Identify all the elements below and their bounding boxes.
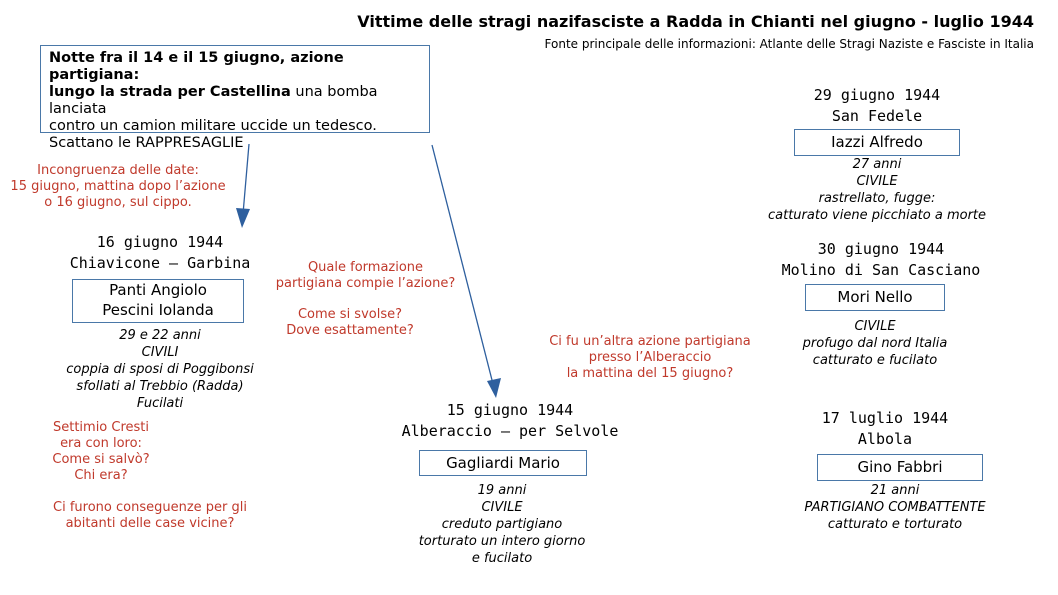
victim-name: Panti Angiolo [109,281,207,299]
victim-box-san-fedele: Iazzi Alfredo [794,129,960,156]
victim-name: Mori Nello [837,288,913,306]
intro-bold-1: Notte fra il 14 e il 15 giugno, azione p… [49,50,344,83]
event-albola-header: 17 luglio 1944 Albola [775,408,995,450]
event-alberaccio-header: 15 giugno 1944 Alberaccio – per Selvole [380,400,640,442]
intro-text-1: una bomba lanciata [49,84,378,117]
question-formation: Quale formazione partigiana compie l’azi… [275,260,456,291]
victim-box-molino: Mori Nello [805,284,945,311]
page-title: Vittime delle stragi nazifasciste a Radd… [357,12,1034,31]
event-place: Alberaccio – per Selvole [401,422,619,440]
question-settimio: Settimio Cresti era con loro: Come si sa… [52,420,150,483]
event-chiavicone-header: 16 giugno 1944 Chiavicone – Garbina [40,232,280,274]
event-date: 16 giugno 1944 [96,233,224,251]
intro-box: Notte fra il 14 e il 15 giugno, azione p… [40,45,430,151]
event-place: Molino di San Casciano [781,261,981,279]
question-how: Come si svolse? Dove esattamente? [286,307,414,338]
event-place: Albola [857,430,913,448]
victim-box-albola: Gino Fabbri [817,454,983,481]
intro-text-3: Scattano le RAPPRESAGLIE [49,135,244,151]
question-other-action: Ci fu un’altra azione partigiana presso … [549,334,751,381]
source-note: Fonte principale delle informazioni: Atl… [544,37,1034,51]
event-alberaccio-notes: 19 anni CIVILE creduto partigiano tortur… [418,483,586,566]
victim-box-chiavicone: Panti Angiolo Pescini Iolanda [72,279,244,323]
arrow-to-chiavicone [242,143,250,215]
question-date-incongruence: Incongruenza delle date: 15 giugno, matt… [10,163,226,210]
victim-name: Gino Fabbri [857,458,943,476]
event-date: 30 giugno 1944 [817,240,945,258]
arrow-to-alberaccio [431,144,494,385]
intro-bold-2: lungo la strada per Castellina [49,84,291,100]
event-albola-notes: 21 anni PARTIGIANO COMBATTENTE catturato… [804,483,986,532]
victim-name: Gagliardi Mario [446,454,560,472]
event-molino-header: 30 giugno 1944 Molino di San Casciano [740,239,1022,281]
event-place: San Fedele [831,107,923,125]
event-date: 15 giugno 1944 [446,401,574,419]
event-date: 17 luglio 1944 [821,409,949,427]
arrowhead-alberaccio [487,378,501,398]
question-consequences: Ci furono conseguenze per gli abitanti d… [53,500,247,531]
arrowhead-chiavicone [236,208,250,228]
victim-name: Pescini Iolanda [102,301,214,319]
intro-text-2: contro un camion militare uccide un tede… [49,118,377,134]
event-place: Chiavicone – Garbina [69,254,251,272]
event-san-fedele-header: 29 giugno 1944 San Fedele [757,85,997,127]
event-molino-notes: CIVILE profugo dal nord Italia catturato… [802,319,948,368]
event-chiavicone-notes: 29 e 22 anni CIVILI coppia di sposi di P… [66,328,254,411]
victim-name: Iazzi Alfredo [831,133,923,151]
event-san-fedele-notes: 27 anni CIVILE rastrellato, fugge: cattu… [767,157,987,223]
event-date: 29 giugno 1944 [813,86,941,104]
victim-box-alberaccio: Gagliardi Mario [419,450,587,476]
